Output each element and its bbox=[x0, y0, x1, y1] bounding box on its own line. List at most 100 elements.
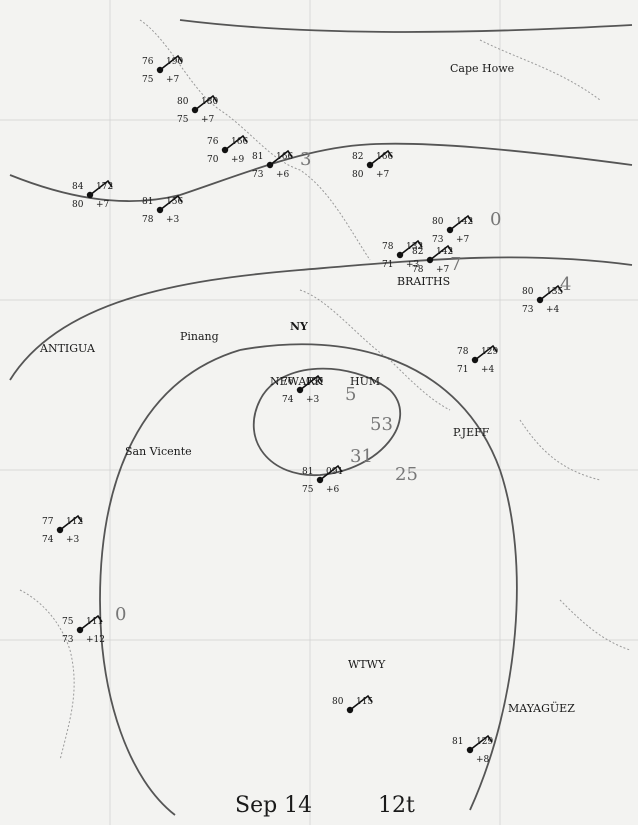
isobars bbox=[9, 19, 633, 816]
wind-barb bbox=[539, 284, 563, 301]
station-temp: 78 bbox=[457, 347, 469, 357]
caption-date: Sep 14 bbox=[235, 793, 312, 818]
place-label-pinang: Pinang bbox=[180, 330, 219, 343]
map-caption: Sep 14 12t bbox=[235, 793, 415, 818]
station-dewpoint: 70 bbox=[207, 155, 219, 165]
station-tendency: +3 bbox=[306, 395, 320, 405]
station-pressure: 166 bbox=[276, 152, 293, 162]
station-dewpoint: 71 bbox=[457, 365, 468, 375]
station-pressure: 129 bbox=[476, 737, 493, 747]
place-label-cape-howe: Cape Howe bbox=[450, 62, 514, 75]
place-label-wtwy: WTWY bbox=[348, 658, 386, 671]
wind-barb bbox=[59, 514, 83, 531]
station-dewpoint: 75 bbox=[302, 485, 314, 495]
station-pressure: 112 bbox=[66, 517, 83, 527]
station-temp: 76 bbox=[282, 377, 294, 387]
station-temp: 77 bbox=[42, 517, 54, 527]
wind-barb bbox=[89, 179, 113, 196]
station-temp: 80 bbox=[432, 217, 444, 227]
place-label-hum: HUM bbox=[350, 375, 380, 388]
station-dewpoint: 75 bbox=[177, 115, 189, 125]
station-temp: 76 bbox=[207, 137, 219, 147]
wind-barb bbox=[194, 94, 218, 111]
station-temp: 81 bbox=[302, 467, 313, 477]
isobar-label: 25 bbox=[395, 464, 418, 485]
station-dewpoint: 74 bbox=[42, 535, 54, 545]
station-plot: 80 75 180 +7 bbox=[177, 94, 218, 125]
isobar-label: 0 bbox=[490, 209, 501, 230]
place-label-pjeff: P.JEFF bbox=[453, 426, 490, 439]
station-tendency: +3 bbox=[66, 535, 80, 545]
wind-barb bbox=[159, 54, 183, 71]
isobar-label: 31 bbox=[350, 446, 373, 467]
station-tendency: +6 bbox=[276, 170, 290, 180]
station-dewpoint: 75 bbox=[142, 75, 154, 85]
station-dewpoint: 73 bbox=[522, 305, 534, 315]
station-temp: 80 bbox=[332, 697, 344, 707]
station-pressure: 166 bbox=[376, 152, 393, 162]
wind-barb bbox=[349, 694, 373, 711]
station-plot: 80 73 142 +7 bbox=[432, 214, 473, 245]
isobar-label: 0 bbox=[115, 604, 126, 625]
station-pressure: 115 bbox=[356, 697, 373, 707]
station-temp: 82 bbox=[352, 152, 363, 162]
station-dewpoint: 80 bbox=[352, 170, 364, 180]
station-temp: 80 bbox=[177, 97, 189, 107]
station-tendency: +4 bbox=[481, 365, 495, 375]
station-temp: 81 bbox=[252, 152, 263, 162]
station-temp: 76 bbox=[142, 57, 154, 67]
place-labels: Cape Howe NY NEWARK HUM MAYAGÜEZ ANTIGUA… bbox=[39, 62, 575, 715]
station-pressure: 156 bbox=[166, 197, 183, 207]
wind-barb bbox=[224, 134, 248, 151]
wind-barb bbox=[369, 149, 393, 166]
wind-barb bbox=[429, 244, 453, 261]
station-dewpoint: 73 bbox=[252, 170, 264, 180]
station-dewpoint: 73 bbox=[432, 235, 444, 245]
place-label-ny: NY bbox=[290, 320, 308, 333]
station-tendency: +7 bbox=[201, 115, 215, 125]
station-tendency: +3 bbox=[406, 260, 420, 270]
station-tendency: +8 bbox=[476, 755, 490, 765]
wind-barb bbox=[159, 194, 183, 211]
station-pressure: 180 bbox=[201, 97, 218, 107]
station-tendency: +4 bbox=[546, 305, 560, 315]
station-tendency: +7 bbox=[456, 235, 470, 245]
station-temp: 81 bbox=[142, 197, 153, 207]
isobar-label: 53 bbox=[370, 414, 393, 435]
wind-barb bbox=[474, 344, 498, 361]
station-plot: 82 80 166 +7 bbox=[352, 149, 393, 180]
station-dewpoint: 78 bbox=[412, 265, 424, 275]
place-label-newark: NEWARK bbox=[270, 375, 324, 388]
station-dewpoint: 73 bbox=[62, 635, 74, 645]
station-plot: 80 115 bbox=[332, 694, 373, 714]
station-temp: 78 bbox=[382, 242, 394, 252]
station-tendency: +12 bbox=[86, 635, 105, 645]
station-pressure: 142 bbox=[456, 217, 473, 227]
station-pressure: 172 bbox=[96, 182, 113, 192]
isobar-label: 3 bbox=[300, 149, 311, 170]
station-tendency: +7 bbox=[96, 200, 110, 210]
wind-barb bbox=[449, 214, 473, 231]
station-temp: 84 bbox=[72, 182, 84, 192]
isobar-label: 7 bbox=[450, 254, 461, 275]
station-tendency: +6 bbox=[326, 485, 340, 495]
isobar-label: 4 bbox=[560, 274, 571, 295]
station-pressure: 135 bbox=[546, 287, 563, 297]
station-tendency: +7 bbox=[376, 170, 390, 180]
station-temp: 80 bbox=[522, 287, 534, 297]
station-tendency: +7 bbox=[166, 75, 180, 85]
coastlines bbox=[19, 19, 631, 761]
station-pressure: 190 bbox=[166, 57, 183, 67]
station-temp: 75 bbox=[62, 617, 74, 627]
station-plot: 81 73 166 +6 bbox=[252, 149, 293, 180]
station-plot: 76 75 190 +7 bbox=[142, 54, 183, 85]
